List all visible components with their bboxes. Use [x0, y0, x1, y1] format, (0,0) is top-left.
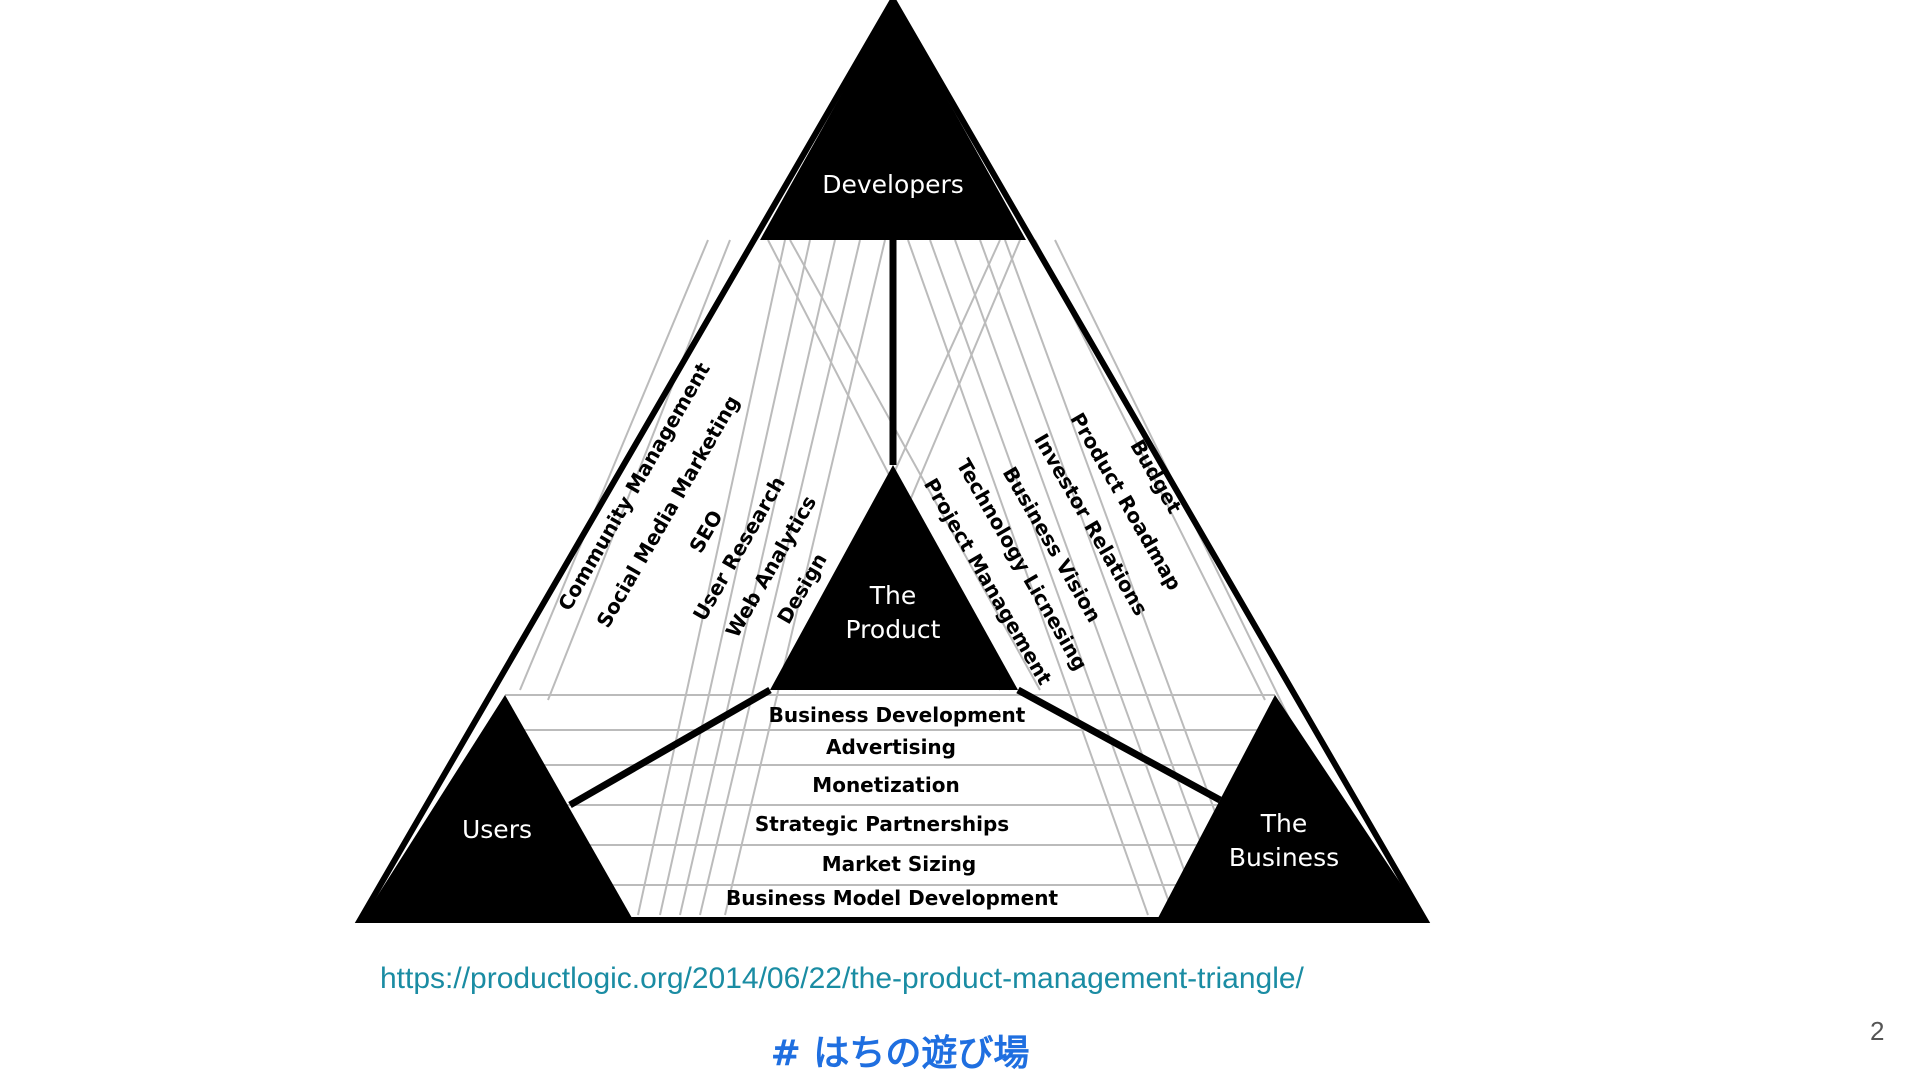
product-center-triangle — [770, 465, 1018, 690]
users-label: Users — [462, 815, 532, 844]
developers-corner — [760, 2, 1026, 240]
business-corner — [1158, 695, 1425, 920]
users-corner — [362, 695, 632, 920]
page-number: 2 — [1870, 1016, 1885, 1046]
bottom-band-label: Monetization — [812, 773, 959, 797]
product-label-line-1: The — [869, 581, 917, 610]
bottom-band-label: Business Development — [769, 703, 1026, 727]
product-label-line-2: Product — [846, 615, 941, 644]
left-band-guide-lines — [519, 239, 1041, 916]
business-label-line-2: Business — [1229, 843, 1339, 872]
outer-triangle-outline — [354, 0, 1431, 923]
product-management-triangle-diagram: Developers The Product Users The Busines… — [354, 0, 1431, 923]
bottom-band-guide-lines — [505, 694, 1275, 886]
business-label-line-1: The — [1260, 809, 1308, 838]
bottom-band-label: Business Model Development — [726, 886, 1058, 910]
bottom-band-label: Market Sizing — [822, 852, 976, 876]
developers-label: Developers — [822, 170, 964, 199]
source-link[interactable]: https://productlogic.org/2014/06/22/the-… — [380, 962, 1304, 995]
bottom-band-label: Strategic Partnerships — [755, 812, 1009, 836]
divider-lines — [568, 240, 1222, 809]
hashtag-title: # はちの遊び場 — [770, 1033, 1030, 1074]
bottom-band-label: Advertising — [826, 735, 956, 759]
